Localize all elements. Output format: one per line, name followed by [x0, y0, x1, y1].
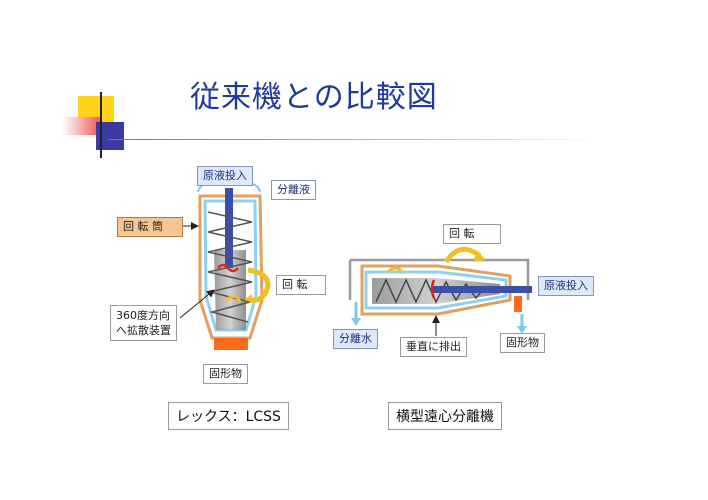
decanter-liquid-layer — [364, 270, 508, 310]
decanter-diagram — [348, 246, 532, 336]
lcss-feed-label: 原液投入 — [197, 166, 253, 186]
lcss-screw-flight — [207, 211, 253, 323]
lcss-dispersion-label: 360度方向 へ拡散装置 — [110, 305, 177, 341]
decanter-vertical-discharge-label: 垂直に排出 — [400, 337, 467, 357]
lcss-dispersion-line2: へ拡散装置 — [116, 324, 171, 337]
decanter-bowl — [360, 264, 512, 316]
deco-red-bar — [62, 117, 102, 135]
deco-vertical-line — [100, 92, 102, 158]
decanter-solids-outlet — [514, 296, 522, 312]
title-rule — [108, 139, 598, 140]
lcss-separated-liquid-label: 分離液 — [271, 180, 316, 200]
lcss-rotating-drum-label: 回 転 筒 — [117, 217, 183, 237]
lcss-solids-outlet — [214, 338, 248, 350]
lcss-outer-drum — [198, 194, 264, 340]
lcss-rotation-label: 回 転 — [276, 275, 326, 295]
lcss-shaft — [225, 188, 233, 268]
lcss-diagram — [179, 182, 271, 350]
page-title: 従来機との比較図 — [190, 80, 438, 115]
lcss-solids-label: 固形物 — [203, 364, 248, 384]
decanter-rotation-label: 回 転 — [443, 224, 501, 244]
lcss-caption: レックス：LCSS — [168, 402, 289, 430]
decanter-caption: 横型遠心分離機 — [388, 402, 502, 430]
decanter-feed-pipe — [432, 286, 532, 293]
decanter-separated-water-label: 分離水 — [333, 329, 378, 349]
decanter-feed-label: 原液投入 — [538, 276, 594, 296]
lcss-dispersion-line1: 360度方向 — [116, 309, 170, 322]
lcss-rotation-arrow — [247, 267, 271, 303]
decanter-solids-label: 固形物 — [500, 333, 545, 353]
lcss-disperser — [217, 263, 239, 273]
